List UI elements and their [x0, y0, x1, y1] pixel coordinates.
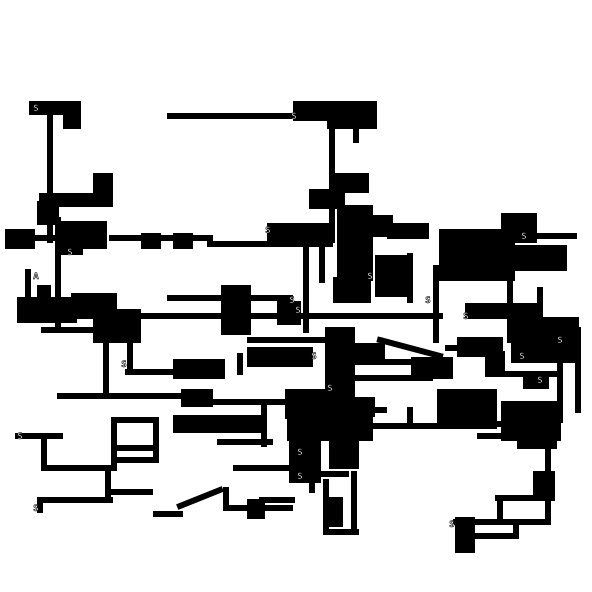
start-marker: S: [297, 472, 302, 482]
start-marker: S: [449, 520, 454, 530]
wall-block: [327, 115, 377, 129]
start-marker: S: [289, 296, 294, 306]
wall-block: [309, 189, 345, 209]
wall-block: [37, 201, 59, 225]
wall-block: [141, 233, 161, 249]
wall-block: [247, 499, 265, 519]
start-marker: S: [367, 272, 372, 282]
start-marker: S: [519, 352, 524, 362]
wall-block: [411, 357, 453, 379]
start-marker: S: [327, 384, 332, 394]
wall-block: [333, 397, 375, 417]
wall-block: [457, 337, 503, 357]
wall-block: [329, 433, 359, 469]
start-marker: S: [33, 104, 38, 114]
wall-block: [437, 389, 497, 429]
wall-block: [523, 373, 549, 389]
wall-layer: [5, 101, 581, 553]
wall-block: [173, 233, 193, 249]
corridor: [176, 486, 224, 510]
wall-block: [173, 415, 267, 433]
wall-block: [93, 309, 141, 343]
start-marker: S: [297, 448, 302, 458]
wall-block: [349, 343, 385, 359]
start-marker: S: [121, 360, 126, 370]
wall-block: [63, 101, 81, 129]
wall-block: [487, 245, 567, 271]
start-marker: S: [33, 504, 38, 514]
wall-block: [173, 359, 225, 379]
wall-block: [387, 223, 429, 239]
start-marker: S: [557, 336, 562, 346]
start-marker: S: [537, 376, 542, 386]
start-marker: S: [425, 296, 430, 306]
wall-block: [501, 213, 537, 243]
wall-block: [37, 285, 51, 305]
corridor: [376, 336, 444, 360]
wall-block: [221, 285, 251, 335]
wall-block: [93, 173, 113, 207]
start-marker: S: [311, 352, 316, 362]
wall-block: [247, 347, 313, 367]
wall-block: [375, 255, 411, 297]
start-marker: A: [33, 272, 39, 282]
wall-block: [337, 205, 373, 281]
start-marker: S: [295, 306, 300, 316]
start-marker: S: [291, 112, 296, 122]
start-marker: S: [463, 312, 468, 322]
start-marker: S: [17, 432, 22, 442]
wall-block: [277, 301, 301, 325]
start-marker: S: [67, 248, 72, 258]
wall-block: [267, 223, 333, 243]
wall-block: [485, 351, 505, 377]
wall-block: [61, 221, 107, 249]
wall-block: [465, 303, 541, 319]
wall-block: [327, 497, 343, 527]
wall-block: [333, 173, 369, 193]
wall-block: [333, 277, 371, 303]
wall-block: [533, 471, 555, 501]
start-marker: S: [265, 226, 270, 236]
start-marker: S: [521, 232, 526, 242]
